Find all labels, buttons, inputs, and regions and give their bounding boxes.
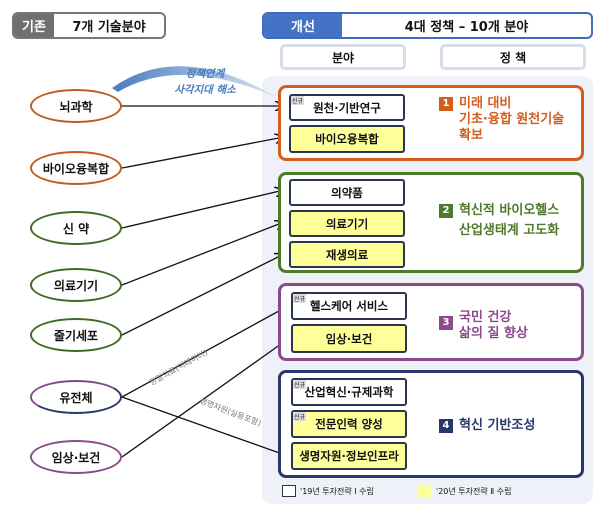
legend-swatch-yellow (418, 485, 432, 497)
policy-line: 혁신 기반조성 (459, 418, 536, 433)
policy-link-arc (112, 66, 278, 98)
new-title: 4대 정책 – 10개 분야 (404, 20, 529, 35)
field-label: 임상·보건 (325, 331, 373, 346)
field-label: 헬스케어 서비스 (309, 299, 389, 313)
field-box: 바이오융복합 (289, 125, 405, 153)
legend-yellow: '20년 투자전략 Ⅱ 수립 (418, 485, 511, 497)
old-field-brain: 뇌과학 (30, 89, 122, 123)
policy-number: 2 (439, 204, 453, 218)
field-box: 재생의료 (289, 241, 405, 268)
field-label: 재생의료 (325, 247, 369, 262)
field-label: 의료기기 (325, 216, 369, 231)
policy-line: 확보 (459, 128, 483, 143)
field-box: 신규 원천·기반연구 (289, 94, 405, 121)
field-label: 산업혁신·규제과학 (304, 385, 394, 399)
field-label: 바이오융복합 (315, 132, 379, 146)
arrow-drug (121, 190, 284, 229)
new-header: 개선 4대 정책 – 10개 분야 (262, 12, 593, 39)
policy-line: 미래 대비 (459, 96, 512, 111)
old-field-stemcell: 줄기세포 (30, 318, 122, 352)
field-label: 전문인력 양성 (315, 417, 383, 431)
old-field-bio: 바이오융복합 (30, 151, 122, 185)
arrow-clinical (121, 339, 288, 458)
old-field-clinical: 임상·보건 (30, 440, 122, 474)
field-label: 원천·기반연구 (313, 100, 381, 115)
note-line1: 정책연계 (185, 68, 225, 80)
policy-line: 삶의 질 향상 (459, 326, 528, 341)
note-line2: 사각지대 해소 (174, 84, 236, 96)
policy-link-note: 정책연계 사각지대 해소 (150, 66, 260, 98)
policy-number: 1 (439, 97, 453, 111)
column-header-policy: 정 책 (440, 44, 586, 70)
field-box: 의료기기 (289, 210, 405, 237)
old-field-genome: 유전체 (30, 380, 122, 414)
policy-line: 산업생태계 고도화 (459, 223, 560, 238)
legend-swatch-white (282, 485, 296, 497)
legend-label: '19년 투자전략 Ⅰ 수립 (300, 486, 374, 496)
old-title: 7개 기술분야 (72, 20, 146, 35)
arrow-genome-bio (121, 396, 288, 456)
new-badge: 신규 (291, 96, 305, 105)
field-box: 임상·보건 (291, 324, 407, 353)
old-field-device: 의료기기 (30, 268, 122, 302)
policy-title: 4 혁신 기반조성 (439, 418, 535, 434)
old-tag: 기존 (14, 14, 54, 37)
column-header-field: 분야 (280, 44, 406, 70)
new-badge: 신규 (293, 294, 307, 303)
arrow-device (121, 222, 284, 286)
new-tag: 개선 (264, 14, 342, 37)
policy-number: 4 (439, 419, 453, 433)
legend-label: '20년 투자전략 Ⅱ 수립 (436, 486, 512, 496)
new-badge: 신규 (293, 412, 307, 421)
field-box: 의약품 (289, 179, 405, 206)
policy-line: 혁신적 바이오헬스 (459, 203, 560, 218)
policy-number: 3 (439, 316, 453, 330)
policy-line: 국민 건강 (459, 310, 512, 325)
old-header: 기존 7개 기술분야 (12, 12, 166, 39)
arrow-genome-health (121, 306, 288, 398)
field-box: 생명자원·정보인프라 (291, 442, 407, 470)
field-label: 생명자원·정보인프라 (299, 449, 399, 463)
new-badge: 신규 (293, 380, 307, 389)
arrow-stemcell (121, 254, 284, 336)
old-field-drug: 신 약 (30, 211, 122, 245)
field-label: 의약품 (331, 185, 363, 200)
policy-line: 기초·융합 원천기술 (459, 112, 565, 127)
arrow-bio (121, 137, 284, 169)
legend-white: '19년 투자전략 Ⅰ 수립 (282, 485, 374, 497)
